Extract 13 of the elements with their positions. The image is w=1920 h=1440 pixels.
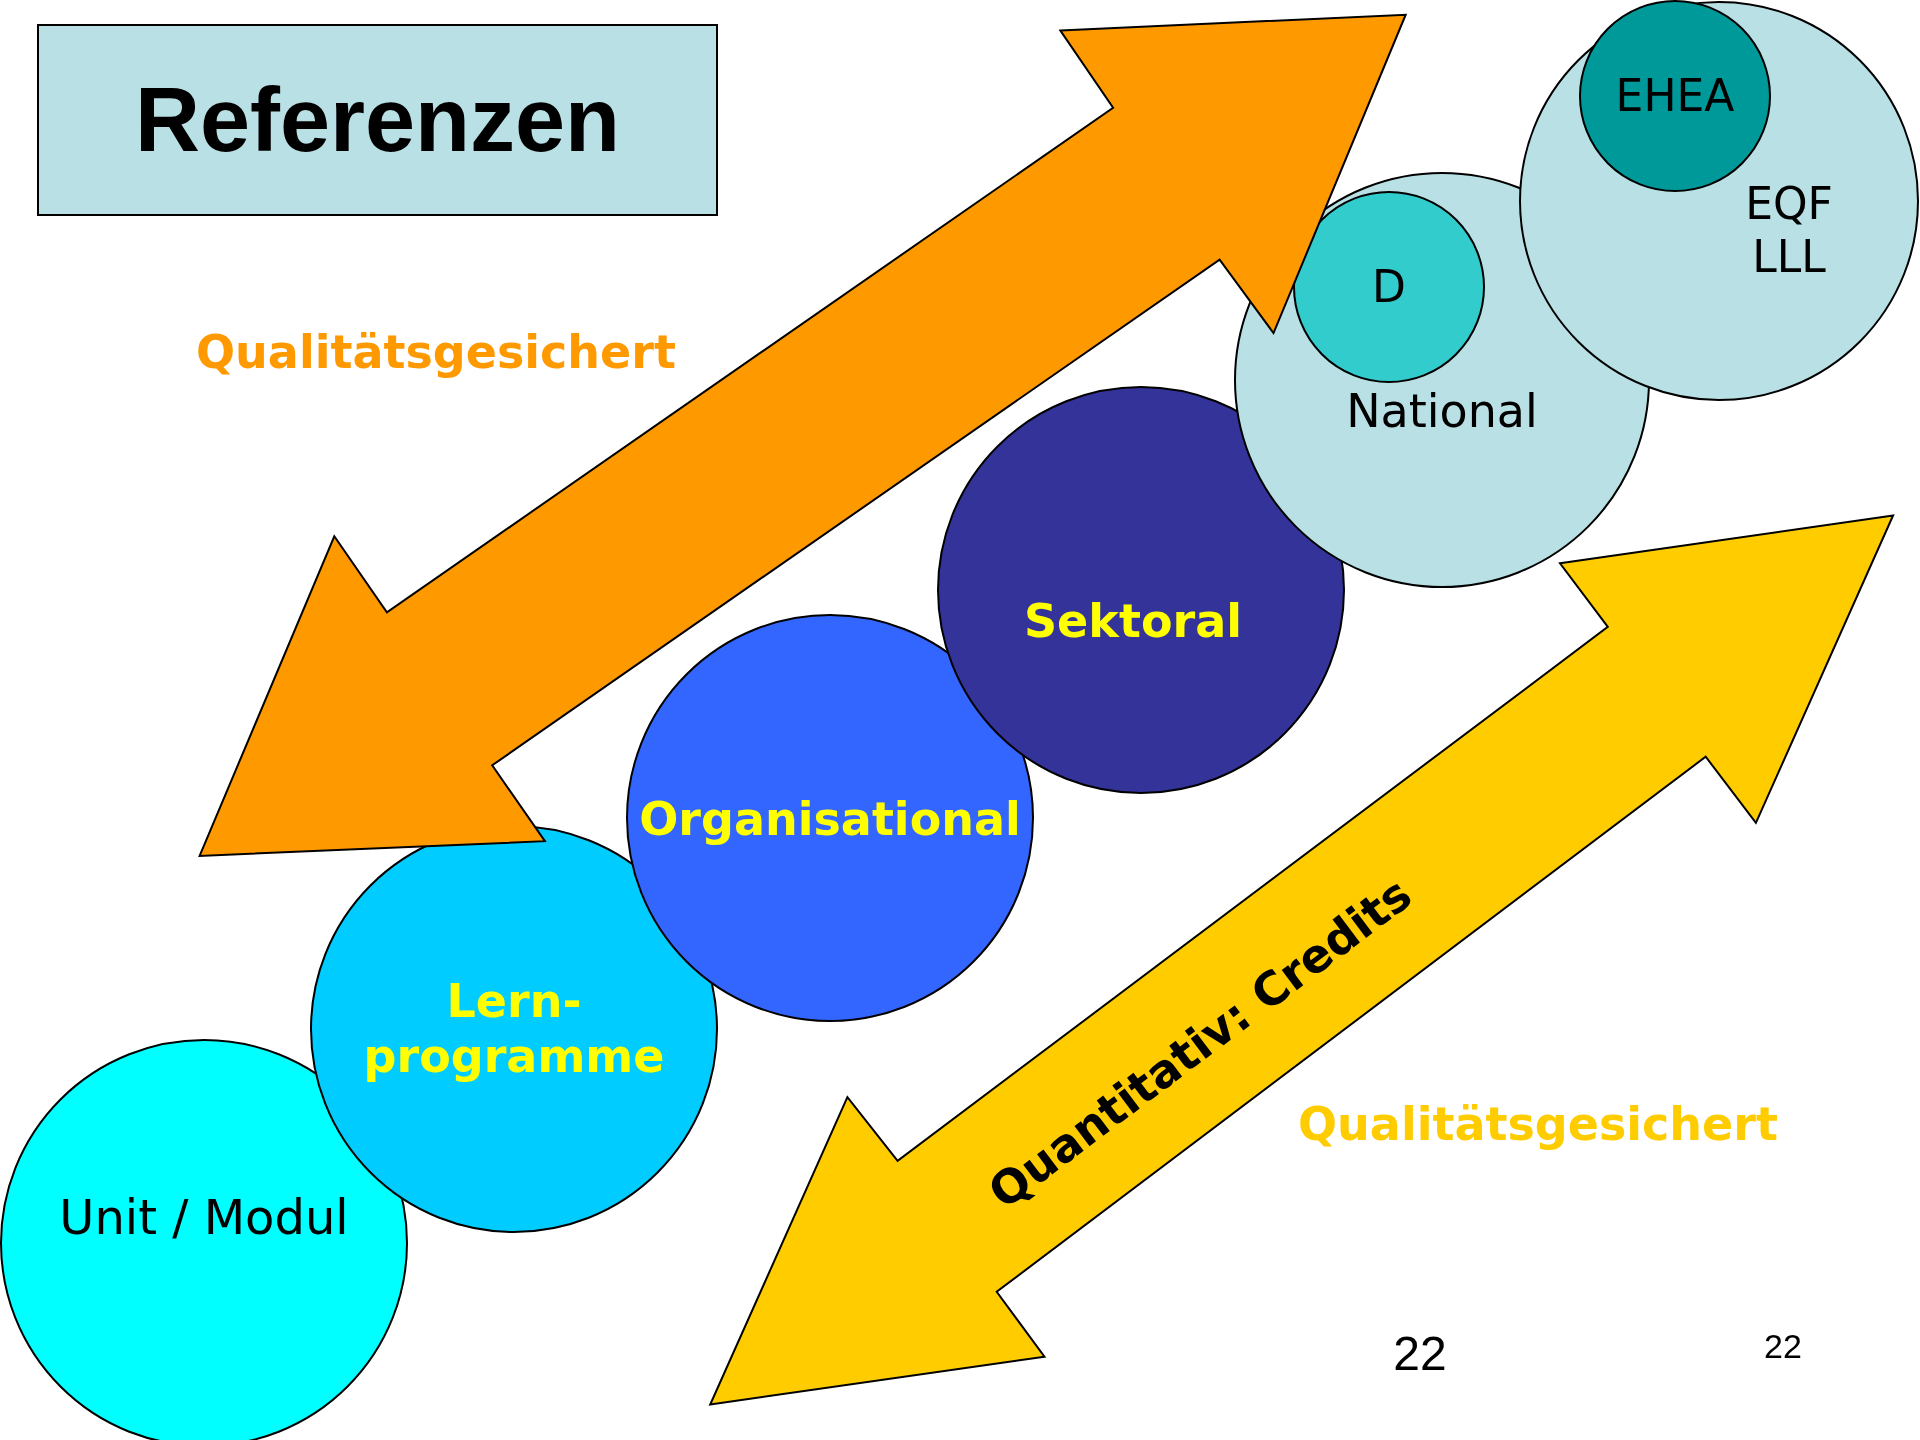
circle-label: EHEA (1614, 69, 1736, 123)
title: Referenzen (37, 24, 718, 216)
circle-label: Organisational (638, 792, 1022, 848)
circle-label: National (1345, 384, 1539, 440)
circle-label: Lern- programme (362, 973, 666, 1085)
circle-label: D (1371, 260, 1407, 314)
circle-label: EQF LLL (1744, 178, 1834, 284)
circle-label: Sektoral (1023, 594, 1243, 650)
circle-label: Unit / Modul (58, 1189, 350, 1247)
quality-note: Qualitätsgesichert (196, 325, 676, 379)
page-number: 22 (1393, 1325, 1447, 1381)
page-number: 22 (1764, 1326, 1802, 1366)
quality-note: Qualitätsgesichert (1298, 1097, 1778, 1151)
